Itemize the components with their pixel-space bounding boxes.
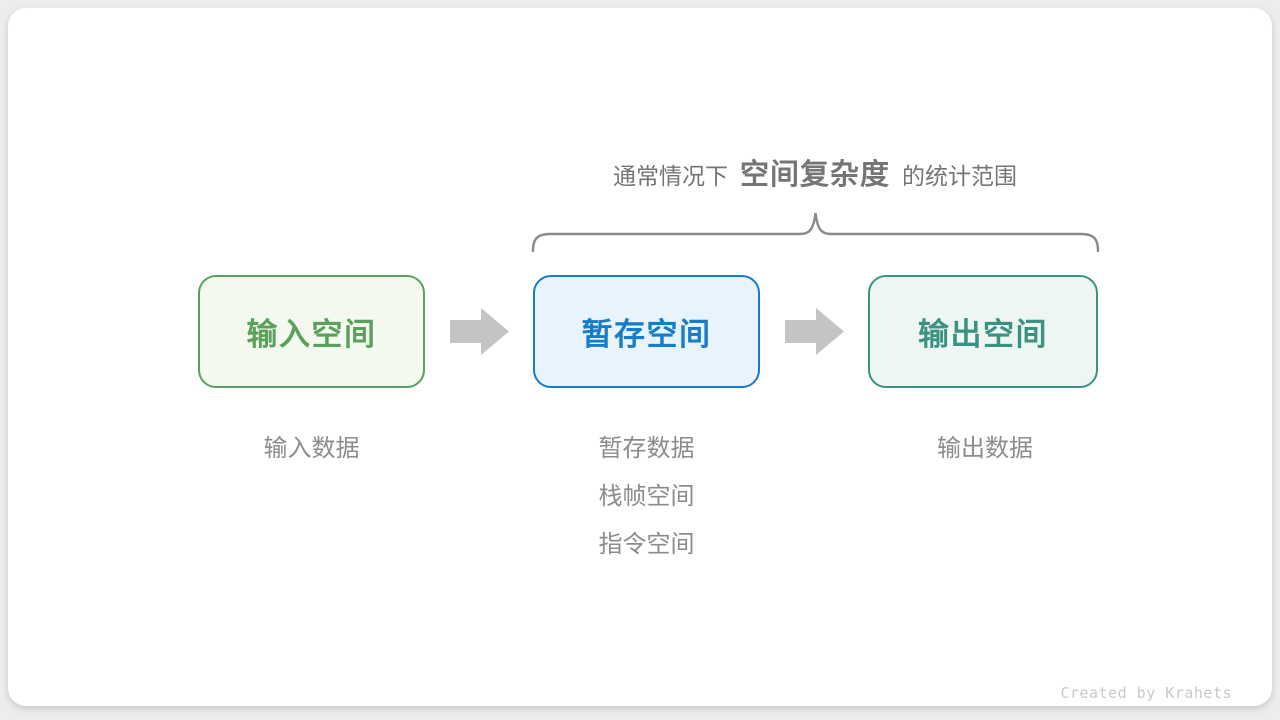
note-stack-frame-space: 栈帧空间 — [598, 483, 695, 510]
box-output-space-label: 输出空间 — [918, 317, 1048, 352]
arrow-right-icon — [785, 308, 844, 355]
diagram-card: 通常情况下空间复杂度的统计范围 输入空间 暂存空间 输出空间 输入数据 暂存数据… — [8, 8, 1272, 706]
box-temporary-space: 暂存空间 — [533, 275, 760, 388]
note-instruction-space: 指令空间 — [598, 531, 695, 558]
box-output-space: 输出空间 — [868, 275, 1098, 388]
caption-suffix: 的统计范围 — [902, 163, 1017, 189]
note-output-data: 输出数据 — [937, 435, 1033, 462]
output-space-notes: 输出数据 — [870, 432, 1100, 480]
box-input-space-label: 输入空间 — [246, 317, 377, 352]
box-input-space: 输入空间 — [198, 275, 425, 388]
input-space-notes: 输入数据 — [198, 432, 425, 480]
caption-term: 空间复杂度 — [739, 159, 890, 191]
scope-brace-icon — [531, 212, 1100, 253]
credit-text: Created by Krahets — [1060, 684, 1232, 702]
arrow-right-icon — [450, 308, 509, 355]
caption-prefix: 通常情况下 — [612, 163, 728, 189]
temporary-space-notes: 暂存数据 栈帧空间 指令空间 — [533, 432, 760, 576]
note-input-data: 输入数据 — [263, 435, 360, 462]
box-temporary-space-label: 暂存空间 — [581, 317, 712, 352]
scope-caption: 通常情况下空间复杂度的统计范围 — [515, 151, 1115, 193]
note-temp-data: 暂存数据 — [598, 435, 695, 462]
